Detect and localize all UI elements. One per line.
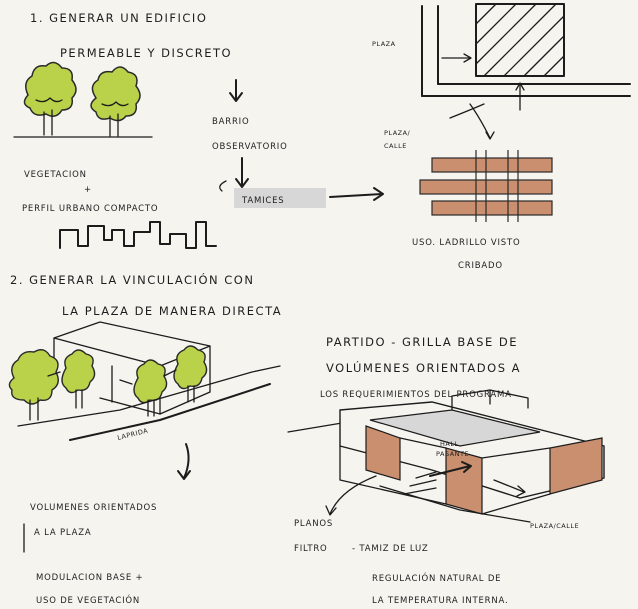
volumenes-line2: A LA PLAZA	[34, 528, 91, 538]
tamices-highlight	[234, 188, 326, 208]
vegetacion-label: VEGETACION	[24, 170, 87, 180]
plaza-site-plan	[421, 3, 631, 140]
modulacion-line1: MODULACION BASE +	[36, 573, 143, 583]
tamices-label: TAMICES	[241, 196, 285, 206]
regulacion-line2: LA TEMPERATURA INTERNA.	[372, 596, 509, 606]
section1-title-line1: 1. GENERAR UN EDIFICIO	[30, 11, 207, 25]
plaza-calle-line2: CALLE	[384, 142, 407, 150]
plaza-label: PLAZA	[372, 40, 396, 48]
plus-label: +	[84, 185, 92, 195]
partido-axonometric-sketch	[287, 389, 605, 523]
hall-line2: PASANTE	[436, 450, 469, 458]
barrio-line2: OBSERVATORIO	[212, 142, 288, 152]
arrow-down-volumenes	[183, 443, 190, 479]
urban-profile-sketch	[59, 221, 217, 249]
brick-lattice-sketch	[419, 150, 553, 222]
uso-line1: USO. LADRILLO VISTO	[412, 238, 520, 248]
arrow-perfil-to-tamices	[219, 180, 227, 192]
section2-title-line2: LA PLAZA DE MANERA DIRECTA	[62, 304, 282, 318]
partido-line1: PARTIDO - GRILLA BASE DE	[326, 335, 518, 349]
barrio-line1: BARRIO	[212, 117, 249, 127]
perfil-label: PERFIL URBANO COMPACTO	[22, 204, 158, 214]
modulacion-line2: USO DE VEGETACIÓN	[36, 594, 140, 606]
plaza-building-sketch	[8, 321, 281, 441]
regulacion-line1: REGULACIÓN NATURAL DE	[372, 572, 501, 584]
planos-line2: FILTRO	[294, 544, 328, 554]
partido-line2: VOLÚMENES ORIENTADOS A	[326, 360, 521, 375]
tamiz-label: - TAMIZ DE LUZ	[352, 544, 429, 554]
partido-line3: LOS REQUERIMIENTOS DEL PROGRAMA	[320, 390, 512, 400]
section2-title-line1: 2. GENERAR LA VINCULACIÓN CON	[10, 272, 254, 287]
plaza-calle-label: PLAZA/CALLE	[530, 522, 579, 530]
section1-title-line2: PERMEABLE Y DISCRETO	[60, 46, 232, 60]
planos-line1: PLANOS	[294, 519, 333, 529]
uso-line2: CRIBADO	[458, 261, 503, 271]
hall-line1: HALL	[440, 440, 459, 448]
plaza-calle-line1: PLAZA/	[384, 129, 411, 137]
volumenes-line1: VOLUMENES ORIENTADOS	[30, 503, 157, 513]
trees-sketch	[13, 61, 153, 138]
arrow-tamices-to-bricks	[329, 193, 383, 198]
